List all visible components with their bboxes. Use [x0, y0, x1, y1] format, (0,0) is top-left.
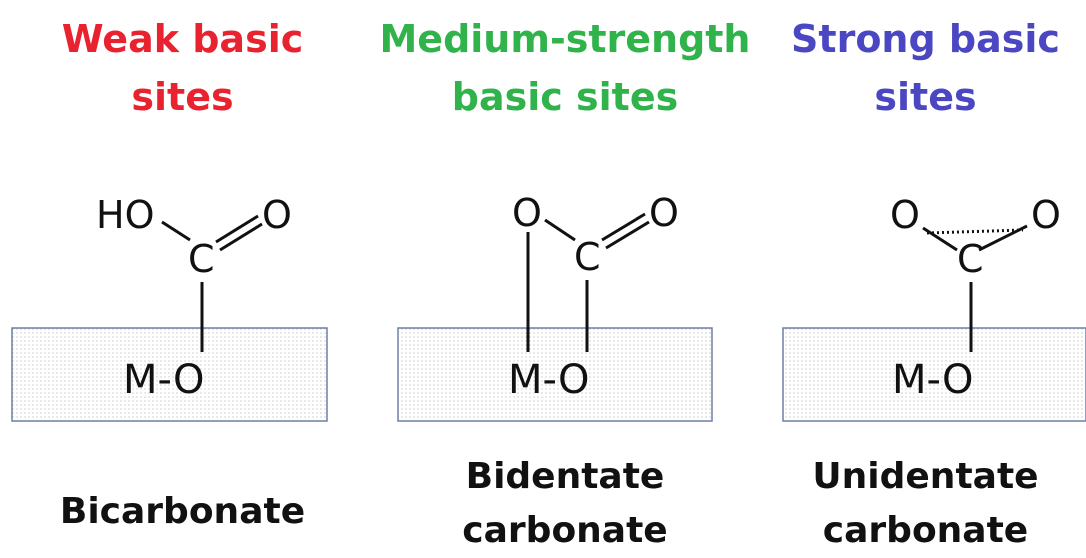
- carbon-atom-label: C: [188, 237, 215, 281]
- bicarbonate-name: Bicarbonate: [0, 485, 365, 539]
- delocalized-dotted-bond: [926, 228, 1024, 235]
- c-o-bond-right: [978, 224, 1028, 252]
- panel-bicarbonate: Weak basic sites HO C O M-O Bicarbonate: [0, 0, 365, 556]
- title-line-2: sites: [874, 75, 977, 119]
- metal-oxide-label: M-O: [892, 357, 974, 403]
- carbon-atom-label: C: [957, 237, 984, 281]
- bidentate-carbonate-structure: O C O M-O: [397, 191, 713, 422]
- title-line-2: sites: [131, 75, 234, 119]
- metal-oxide-surface: [782, 327, 1086, 422]
- o-c-bond-left: [922, 226, 958, 252]
- medium-strength-basic-sites-title: Medium-strength basic sites: [365, 10, 765, 126]
- metal-oxide-surface: [11, 327, 328, 422]
- weak-basic-sites-title: Weak basic sites: [0, 10, 365, 126]
- unidentate-carbonate-structure: O C O M-O: [782, 193, 1086, 422]
- panel-bidentate-carbonate: Medium-strength basic sites O C O M-O Bi…: [365, 0, 765, 556]
- ho-atom-label: HO: [96, 193, 154, 237]
- title-line-1: Medium-strength: [379, 17, 751, 61]
- c-o-double-bond-2: [605, 220, 650, 250]
- c-o-double-bond-1: [215, 214, 259, 244]
- oxygen-right-atom-label: O: [1031, 193, 1061, 237]
- title-line-1: Weak basic: [61, 17, 304, 61]
- panel-unidentate-carbonate: Strong basic sites O C O M-O Unidentate …: [765, 0, 1086, 556]
- oxygen-atom-label: O: [262, 193, 292, 237]
- metal-oxide-label: M-O: [123, 357, 205, 403]
- name-line-1: Bidentate: [465, 456, 665, 497]
- oxygen-left-atom-label: O: [890, 193, 920, 237]
- name-line-2: carbonate: [462, 510, 668, 551]
- o-c-bond: [544, 218, 576, 242]
- carbon-atom-label: C: [574, 235, 601, 279]
- name-line-2: carbonate: [822, 510, 1029, 551]
- bicarbonate-structure: HO C O M-O: [11, 193, 328, 422]
- title-line-2: basic sites: [451, 75, 679, 119]
- c-o-double-bond-1: [601, 212, 646, 242]
- c-o-double-bond-2: [219, 222, 263, 252]
- metal-oxide-surface: [397, 327, 713, 422]
- strong-basic-sites-title: Strong basic sites: [765, 10, 1086, 126]
- oxygen-left-atom-label: O: [512, 191, 542, 235]
- name-line-1: Unidentate: [812, 456, 1039, 497]
- title-line-1: Strong basic: [791, 17, 1060, 61]
- bidentate-carbonate-name: Bidentate carbonate: [365, 450, 765, 558]
- name-line-1: Bicarbonate: [59, 491, 306, 532]
- metal-oxide-label: M-O: [508, 357, 590, 403]
- ho-c-bond: [161, 220, 191, 242]
- unidentate-carbonate-name: Unidentate carbonate: [765, 450, 1086, 558]
- oxygen-atom-label: O: [649, 191, 679, 235]
